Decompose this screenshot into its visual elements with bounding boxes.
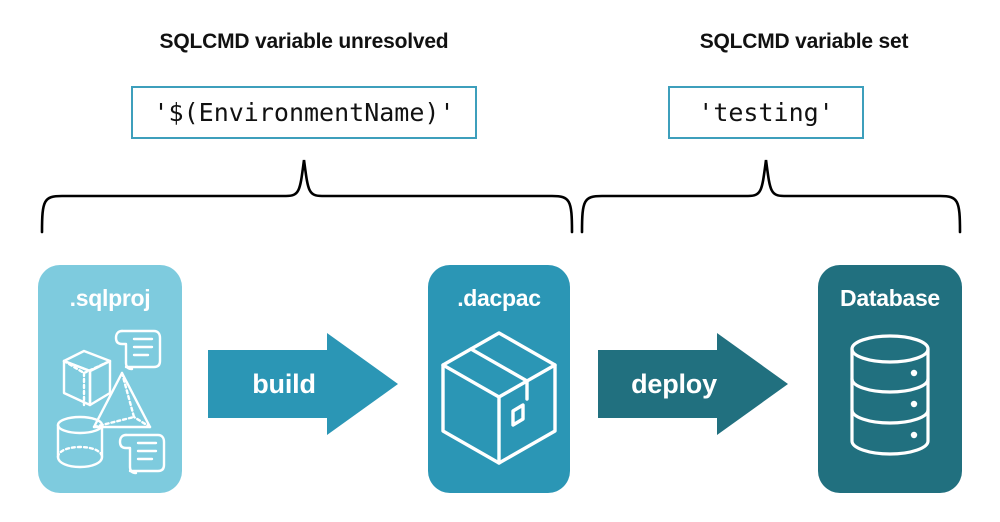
arrow-build: build [208, 331, 398, 437]
curly-brace-left [40, 159, 574, 234]
dacpac-artwork [441, 331, 557, 465]
heading-sqlcmd-variable-unresolved: SQLCMD variable unresolved [159, 30, 449, 53]
code-value-box-unresolved: '$(EnvironmentName)' [131, 86, 477, 139]
database-artwork [850, 334, 930, 456]
pyramid-icon [92, 371, 152, 429]
code-value-box-set: 'testing' [668, 86, 864, 139]
arrow-build-label: build [252, 368, 316, 399]
stage-box-dacpac: .dacpac [428, 265, 570, 493]
package-box-icon [441, 331, 557, 465]
cylinder-icon [56, 415, 104, 469]
curly-brace-right [580, 159, 962, 234]
stage-box-sqlproj-label: .sqlproj [69, 285, 151, 311]
script-scroll-icon [118, 433, 166, 475]
arrow-deploy-label: deploy [631, 368, 717, 399]
arrow-deploy-shape [598, 333, 788, 435]
cube-icon [62, 349, 112, 407]
sqlproj-artwork [56, 329, 166, 475]
database-cylinder-icon [850, 334, 930, 456]
arrow-deploy: deploy [598, 331, 788, 437]
arrow-build-shape [208, 333, 398, 435]
stage-box-sqlproj: .sqlproj [38, 265, 182, 493]
stage-box-database-label: Database [840, 285, 940, 311]
script-scroll-icon [114, 329, 162, 371]
stage-box-database: Database [818, 265, 962, 493]
heading-sqlcmd-variable-set: SQLCMD variable set [699, 30, 909, 53]
stage-box-dacpac-label: .dacpac [457, 285, 541, 311]
